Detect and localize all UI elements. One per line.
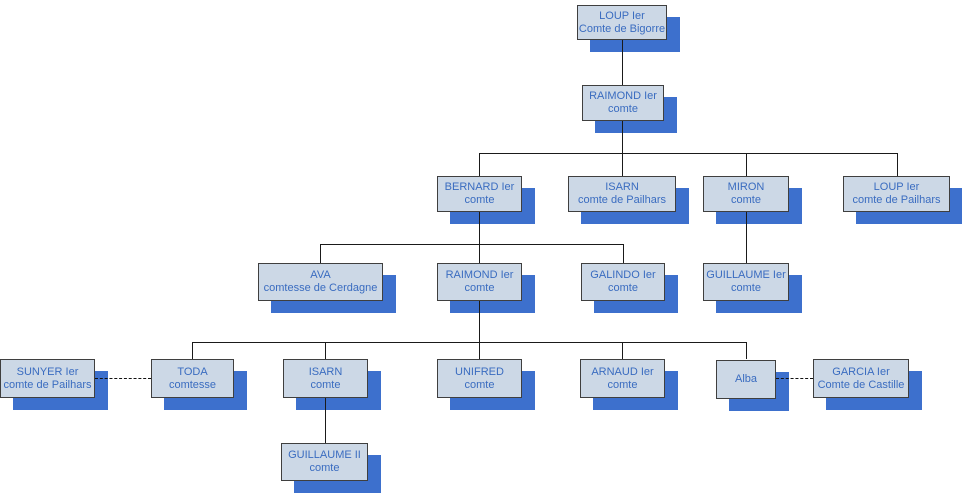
person-name: RAIMOND Ier [589, 90, 657, 102]
node-ava: AVA comtesse de Cerdagne [258, 263, 396, 313]
connector-drop-ava [320, 244, 321, 263]
connector-gen4-bus [320, 244, 624, 245]
person-title: comte [731, 194, 761, 206]
person-title: comte [608, 282, 638, 294]
node-raimond-1er: RAIMOND Ier comte [582, 85, 677, 133]
node-alba: Alba [716, 360, 789, 411]
person-title: comtesse de Cerdagne [263, 282, 378, 294]
node-box: GALINDO Ier comte [581, 263, 665, 301]
connector-drop-raimond2 [479, 244, 480, 263]
person-title: comte [608, 103, 638, 115]
person-name: SUNYER Ier [16, 365, 79, 378]
connector-drop-alba [746, 342, 747, 359]
person-title: comte [731, 282, 761, 294]
node-garcia-1er: GARCIA Ier Comte de Castille [813, 359, 922, 410]
connector-raimond1-stem [622, 121, 623, 153]
connector-gen3-bus [479, 153, 898, 154]
connector-drop-bernard [479, 153, 480, 176]
node-box: RAIMOND Ier comte [582, 85, 664, 121]
node-box: GUILLAUME II comte [281, 443, 368, 481]
node-loup-comte-de-bigorre: LOUP Ier Comte de Bigorre [577, 5, 680, 52]
node-box: GARCIA Ier Comte de Castille [813, 359, 909, 398]
node-miron: MIRON comte [703, 176, 802, 224]
person-name: BERNARD Ier [444, 181, 515, 193]
person-title: comte [464, 194, 495, 206]
person-name: LOUP Ier [873, 181, 920, 193]
person-name: GALINDO Ier [590, 269, 656, 281]
node-box: ARNAUD Ier comte [580, 359, 665, 398]
person-title: comte de Pailhars [852, 194, 941, 206]
person-title: comte [464, 378, 495, 391]
node-box: ISARN comte [283, 359, 368, 398]
connector-raimond2-stem [479, 301, 480, 342]
node-box: LOUP Ier Comte de Bigorre [577, 5, 667, 40]
connector-drop-isarn-pailhars [622, 153, 623, 176]
connector-drop-toda [192, 342, 193, 359]
node-box: LOUP Ier comte de Pailhars [843, 176, 950, 212]
node-box: BERNARD Ier comte [437, 176, 522, 212]
person-title: Comte de Bigorre [578, 22, 666, 35]
node-guillaume-1er: GUILLAUME Ier comte [703, 263, 802, 313]
connector-drop-isarn2 [325, 342, 326, 359]
marriage-line-sunyer-toda [95, 378, 151, 379]
person-title: comte [464, 282, 495, 294]
connector-drop-unifred [479, 342, 480, 359]
node-isarn-pailhars: ISARN comte de Pailhars [568, 176, 689, 224]
node-box: UNIFRED comte [437, 359, 522, 398]
node-galindo-1er: GALINDO Ier comte [581, 263, 678, 313]
person-title: comte de Pailhars [3, 378, 92, 391]
node-box: RAIMOND Ier comte [437, 263, 522, 301]
node-box: ISARN comte de Pailhars [568, 176, 676, 212]
person-name: GUILLAUME II [288, 449, 361, 461]
marriage-line-alba-garcia [776, 378, 813, 379]
person-name: AVA [310, 269, 331, 281]
person-name: GARCIA Ier [832, 365, 890, 378]
person-name: ISARN [605, 181, 639, 193]
node-loup-pailhars: LOUP Ier comte de Pailhars [843, 176, 962, 224]
person-name: GUILLAUME Ier [706, 269, 786, 281]
node-unifred: UNIFRED comte [437, 359, 535, 410]
connector-bernard-stem [479, 212, 480, 244]
node-box: TODA comtesse [151, 359, 234, 398]
node-toda: TODA comtesse [151, 359, 247, 410]
node-sunyer-1er: SUNYER Ier comte de Pailhars [0, 359, 108, 410]
node-raimond-1er-comte: RAIMOND Ier comte [437, 263, 535, 313]
person-name: LOUP Ier [599, 9, 645, 22]
connector-drop-miron [746, 153, 747, 176]
connector-loup-raimond [622, 40, 623, 85]
node-arnaud-1er: ARNAUD Ier comte [580, 359, 678, 410]
node-box: SUNYER Ier comte de Pailhars [0, 359, 95, 398]
connector-miron-guillaume1 [746, 212, 747, 263]
node-box: GUILLAUME Ier comte [703, 263, 789, 301]
person-name: MIRON [727, 181, 765, 193]
person-name: ISARN [308, 365, 343, 378]
connector-drop-galindo [623, 244, 624, 263]
person-name: TODA [177, 365, 208, 378]
node-isarn-comte: ISARN comte [283, 359, 381, 410]
connector-gen5-bus [192, 342, 746, 343]
person-title: comtesse [168, 378, 217, 391]
person-title: Comte de Castille [817, 378, 905, 391]
person-title: comte [607, 378, 638, 391]
node-guillaume-ii: GUILLAUME II comte [281, 443, 381, 493]
node-box: AVA comtesse de Cerdagne [258, 263, 383, 301]
node-box: Alba [716, 360, 776, 399]
connector-isarn2-guillaume2 [325, 398, 326, 443]
node-bernard-1er: BERNARD Ier comte [437, 176, 535, 224]
person-name: UNIFRED [455, 365, 504, 378]
person-name: RAIMOND Ier [445, 269, 514, 281]
connector-drop-loup-pailhars [897, 153, 898, 176]
person-title: comte de Pailhars [577, 194, 667, 206]
person-name: Alba [734, 373, 758, 385]
connector-drop-arnaud [622, 342, 623, 359]
person-title: comte [310, 378, 341, 391]
person-title: comte [309, 462, 340, 474]
node-box: MIRON comte [703, 176, 789, 212]
person-name: ARNAUD Ier [591, 365, 654, 378]
